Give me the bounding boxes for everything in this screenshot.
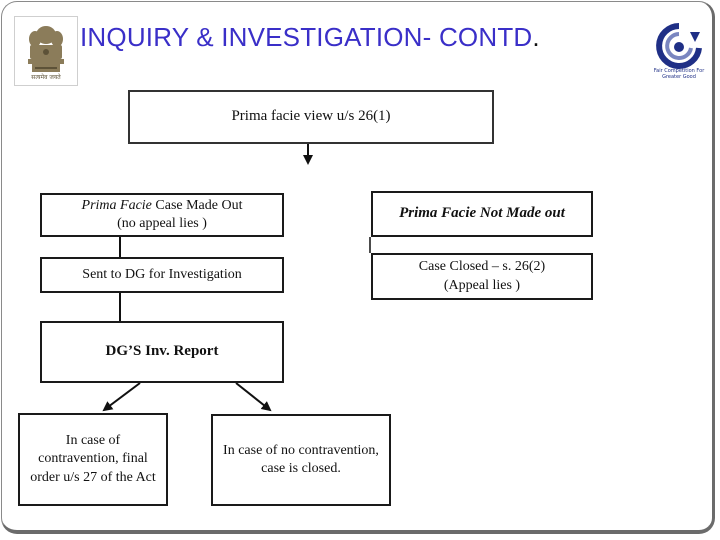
- sent-to-dg-box: Sent to DG for Investigation: [40, 257, 284, 293]
- emblem-drawing: [15, 17, 77, 85]
- dg-to-no-contravention-arrow: [235, 382, 272, 412]
- case-closed-box: Case Closed – s. 26(2) (Appeal lies ): [371, 253, 593, 300]
- case-made-out-rest: Case Made Out: [151, 197, 243, 213]
- state-emblem-icon: सत्यमेव जयते: [14, 16, 78, 86]
- not-made-out-label: Prima Facie Not Made out: [399, 205, 565, 222]
- case-closed-note: (Appeal lies ): [443, 277, 521, 293]
- dg-report-box: DG’S Inv. Report: [40, 321, 284, 383]
- title-text: INQUIRY & INVESTIGATION- CONTD: [80, 22, 533, 52]
- sent-to-dg-label: Sent to DG for Investigation: [82, 266, 242, 282]
- prima-facie-view-label: Prima facie view u/s 26(1): [231, 108, 391, 125]
- no-contravention-label: In case of no contravention, case is clo…: [223, 442, 379, 476]
- contravention-box: In case of contravention, final order u/…: [18, 413, 168, 506]
- emblem-motto: सत्यमेव जयते: [31, 74, 61, 81]
- case-made-out-note: (no appeal lies ): [117, 216, 207, 231]
- dg-report-label: DG’S Inv. Report: [105, 343, 219, 360]
- case-closed-text: Case Closed – s. 26(2): [418, 259, 546, 275]
- prima-facie-view-box: Prima facie view u/s 26(1): [128, 90, 494, 144]
- no-contravention-box: In case of no contravention, case is clo…: [211, 414, 391, 506]
- case-closed-label: Case Closed – s. 26(2) (Appeal lies ): [415, 258, 549, 294]
- dg-to-contravention-arrow: [102, 382, 141, 412]
- case-made-out-label: Prima Facie Case Made Out (no appeal lies…: [78, 197, 247, 233]
- page-title: INQUIRY & INVESTIGATION- CONTD.: [80, 22, 540, 53]
- slide-frame: [1, 1, 715, 534]
- contravention-label: In case of contravention, final order u/…: [30, 433, 156, 485]
- case-made-out-italic: Prima Facie: [81, 197, 152, 213]
- case-made-out-box: Prima Facie Case Made Out (no appeal lies…: [40, 193, 284, 237]
- commission-logo-icon: Fair Competition For Greater Good: [650, 22, 708, 80]
- not-made-out-box: Prima Facie Not Made out: [371, 191, 593, 237]
- commission-logo-drawing: [656, 23, 702, 69]
- title-suffix: .: [532, 22, 540, 52]
- commission-tagline: Fair Competition For Greater Good: [653, 68, 705, 80]
